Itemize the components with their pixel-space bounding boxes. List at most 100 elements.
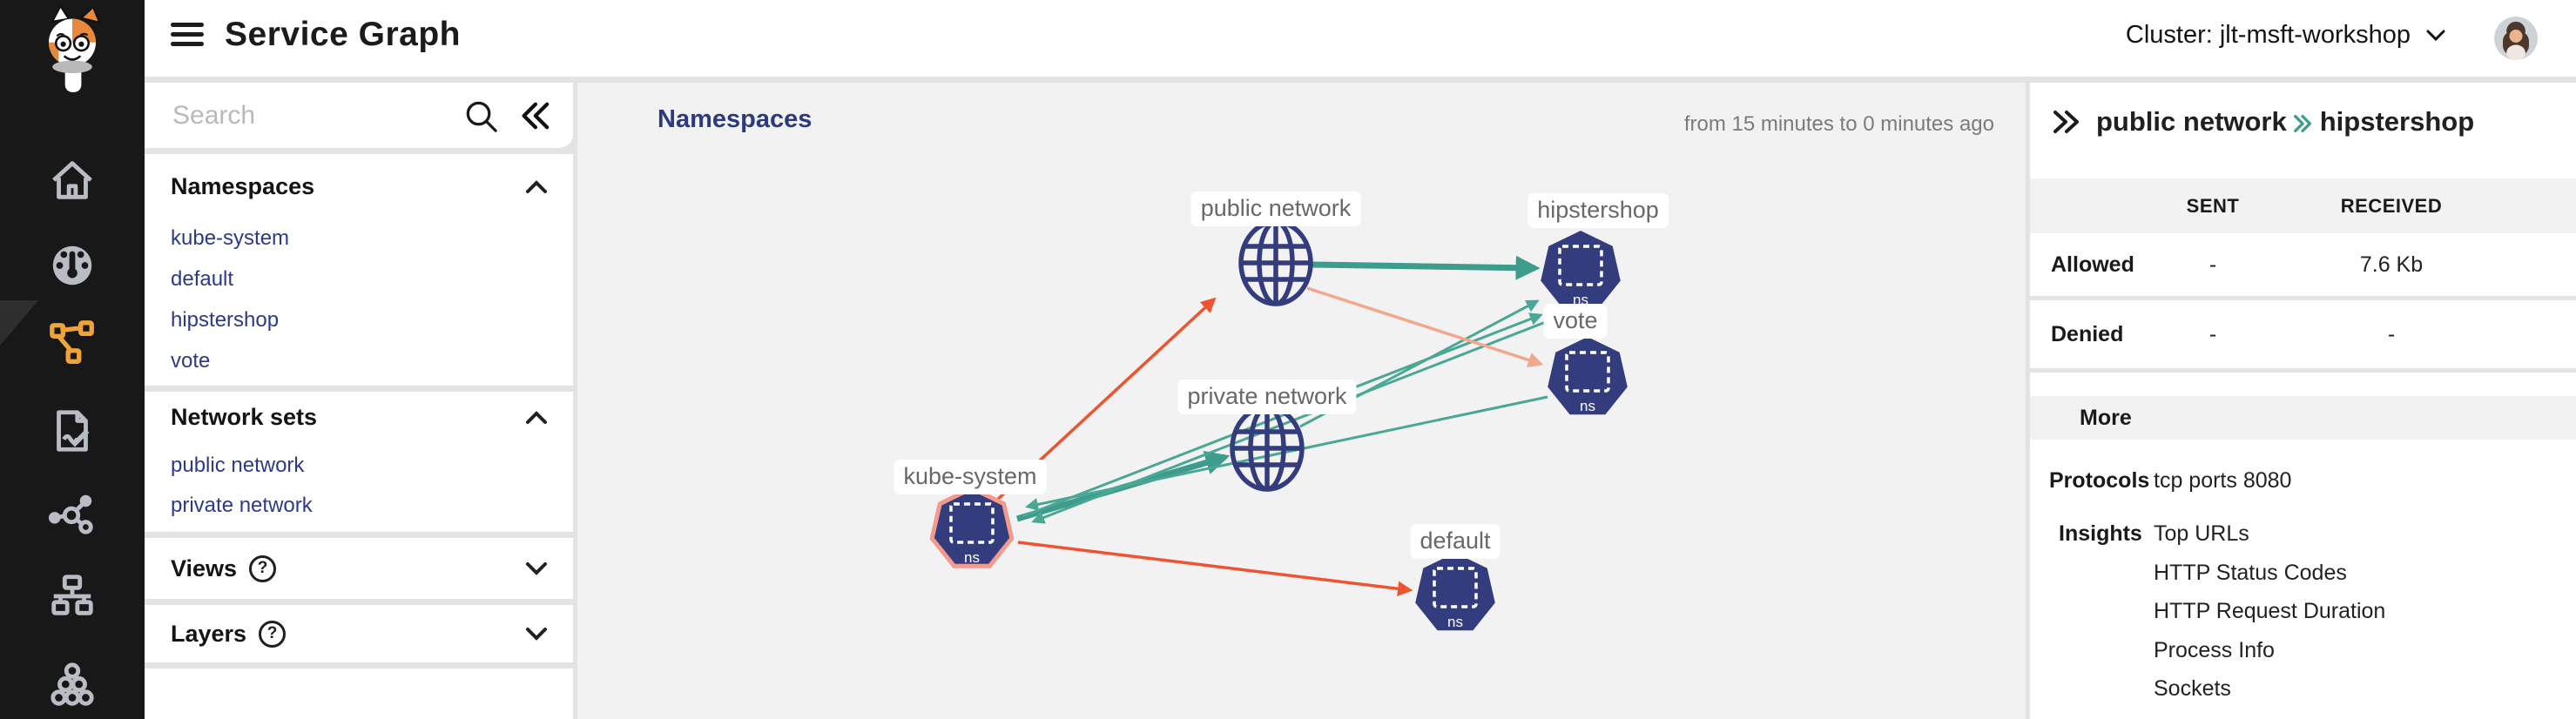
sidebar-item-namespace-hipstershop[interactable]: hipstershop [171, 308, 280, 332]
sidebar-item-namespace-default[interactable]: default [171, 267, 234, 291]
edge-kube-system-to-default[interactable] [1017, 541, 1413, 596]
node-label-kube-system[interactable]: kube-system [894, 460, 1047, 494]
row-label: Denied [2051, 321, 2124, 346]
insight-item-http-status-codes[interactable]: HTTP Status Codes [2154, 560, 2347, 585]
column-sent: SENT [2186, 194, 2240, 217]
home-icon [52, 161, 92, 199]
node-kube-system[interactable]: ns [929, 486, 1015, 568]
target-node-name: hipstershop [2319, 106, 2475, 137]
protocols-value: tcp ports 8080 [2154, 467, 2292, 493]
section-network-sets: Network sets public network private netwo… [145, 392, 573, 532]
cluster-selector[interactable]: Cluster: jlt-msft-workshop [2126, 21, 2445, 50]
detail-header: public network hipstershop [2030, 83, 2576, 161]
edge-public-network-to-hipstershop[interactable] [1310, 255, 1541, 280]
search-card [145, 83, 573, 148]
user-avatar[interactable] [2494, 17, 2538, 60]
nav-molecule-button[interactable] [0, 482, 145, 545]
graph-svg: ns ns ns ns [929, 219, 1628, 631]
svg-text:ns: ns [964, 549, 980, 566]
nav-scripting-button[interactable] [0, 400, 145, 462]
help-icon[interactable]: ? [259, 620, 287, 648]
active-corner-marker [0, 300, 38, 346]
section-header-namespaces[interactable]: Namespaces [145, 173, 573, 200]
section-header-layers[interactable]: Layers ? [145, 620, 573, 648]
insight-item-http-request-duration[interactable]: HTTP Request Duration [2154, 599, 2386, 623]
edge-vote-to-kube-system[interactable] [1025, 395, 1548, 511]
pods-cluster-icon [51, 662, 94, 706]
search-icon[interactable] [462, 97, 500, 135]
edge-public-network-to-vote[interactable] [1306, 286, 1544, 367]
section-title: Namespaces [171, 173, 315, 199]
node-label-private-network[interactable]: private network [1177, 380, 1357, 414]
section-header-network-sets[interactable]: Network sets [145, 404, 573, 431]
section-views: Views ? [145, 538, 573, 599]
insight-item-process-info[interactable]: Process Info [2154, 637, 2275, 662]
chevron-up-icon [526, 410, 547, 424]
expand-panel-icon[interactable] [2051, 108, 2082, 136]
cluster-label: Cluster: jlt-msft-workshop [2125, 21, 2411, 49]
insight-item-sockets[interactable]: Sockets [2154, 676, 2231, 701]
nav-home-button[interactable] [0, 149, 145, 212]
nav-pods-button[interactable] [0, 655, 145, 717]
sidebar-item-network-set-public-network[interactable]: public network [171, 454, 305, 477]
node-private-network[interactable] [1230, 405, 1305, 492]
denied-sent-value: - [2208, 321, 2217, 346]
hamburger-menu-button[interactable] [171, 23, 204, 51]
insights-label: Insights [2059, 521, 2142, 546]
kubeshark-cat-logo [27, 3, 118, 94]
service-graph-canvas[interactable]: Namespaces from 15 minutes to 0 minutes … [577, 83, 2026, 719]
hierarchy-sitemap-icon [51, 575, 93, 615]
nav-dashboard-button[interactable] [0, 234, 145, 297]
column-received: RECEIVED [2340, 194, 2443, 217]
node-public-network[interactable] [1238, 219, 1313, 306]
node-default[interactable]: ns [1415, 553, 1495, 631]
nav-service-graph-button[interactable] [0, 312, 145, 375]
section-title: Network sets [171, 404, 318, 430]
time-range-label: from 15 minutes to 0 minutes ago [1683, 112, 1994, 136]
edge-breadcrumb: public network hipstershop [2096, 106, 2474, 138]
section-header-views[interactable]: Views ? [145, 554, 573, 582]
node-label-default[interactable]: default [1410, 524, 1500, 559]
molecule-network-icon [48, 494, 93, 534]
row-label: Allowed [2051, 252, 2134, 277]
network-sets-list: public network private network [145, 448, 573, 528]
protocols-label: Protocols [2049, 467, 2150, 493]
graph-title: Namespaces [657, 105, 813, 133]
namespaces-list: kube-system default hipstershop vote [145, 221, 573, 385]
section-layers: Layers ? [145, 605, 573, 662]
edge-kube-system-to-hipstershop[interactable] [1022, 312, 1543, 518]
table-row-denied: Denied - - [2030, 300, 2576, 368]
node-vote[interactable]: ns [1548, 337, 1628, 415]
sidebar-item-network-set-private-network[interactable]: private network [171, 494, 313, 517]
insight-item-top-urls[interactable]: Top URLs [2154, 521, 2249, 546]
script-document-icon [57, 410, 90, 452]
sidebar-filler [145, 669, 573, 719]
chevron-down-icon [526, 628, 547, 641]
divider [2030, 296, 2576, 300]
node-label-hipstershop[interactable]: hipstershop [1527, 193, 1669, 228]
table-row-allowed: Allowed - 7.6 Kb [2030, 233, 2576, 296]
svg-text:ns: ns [1447, 614, 1463, 630]
edge-detail-panel: public network hipstershop SENT RECEIVED… [2030, 83, 2576, 719]
node-label-vote[interactable]: vote [1543, 304, 1608, 339]
node-hipstershop[interactable]: ns [1541, 231, 1621, 309]
allowed-received-value: 7.6 Kb [2359, 252, 2424, 277]
protocols-row: Protocols tcp ports 8080 [2030, 459, 2576, 502]
allowed-sent-value: - [2208, 252, 2217, 277]
more-section-header[interactable]: More [2030, 396, 2576, 440]
page-title: Service Graph [225, 16, 461, 53]
sidebar-item-namespace-kube-system[interactable]: kube-system [171, 226, 290, 250]
collapse-sidebar-icon[interactable] [517, 100, 550, 131]
help-icon[interactable]: ? [249, 554, 277, 582]
node-label-public-network[interactable]: public network [1190, 192, 1361, 226]
dashboard-gauge-icon [52, 245, 92, 286]
source-node-name: public network [2096, 106, 2287, 137]
sidebar-item-namespace-vote[interactable]: vote [171, 349, 211, 373]
nav-hierarchy-button[interactable] [0, 565, 145, 628]
filters-sidebar: Namespaces kube-system default hipstershop… [145, 83, 573, 719]
chevron-up-icon [526, 179, 547, 193]
search-input[interactable] [171, 99, 444, 131]
section-title: Views [171, 554, 238, 581]
